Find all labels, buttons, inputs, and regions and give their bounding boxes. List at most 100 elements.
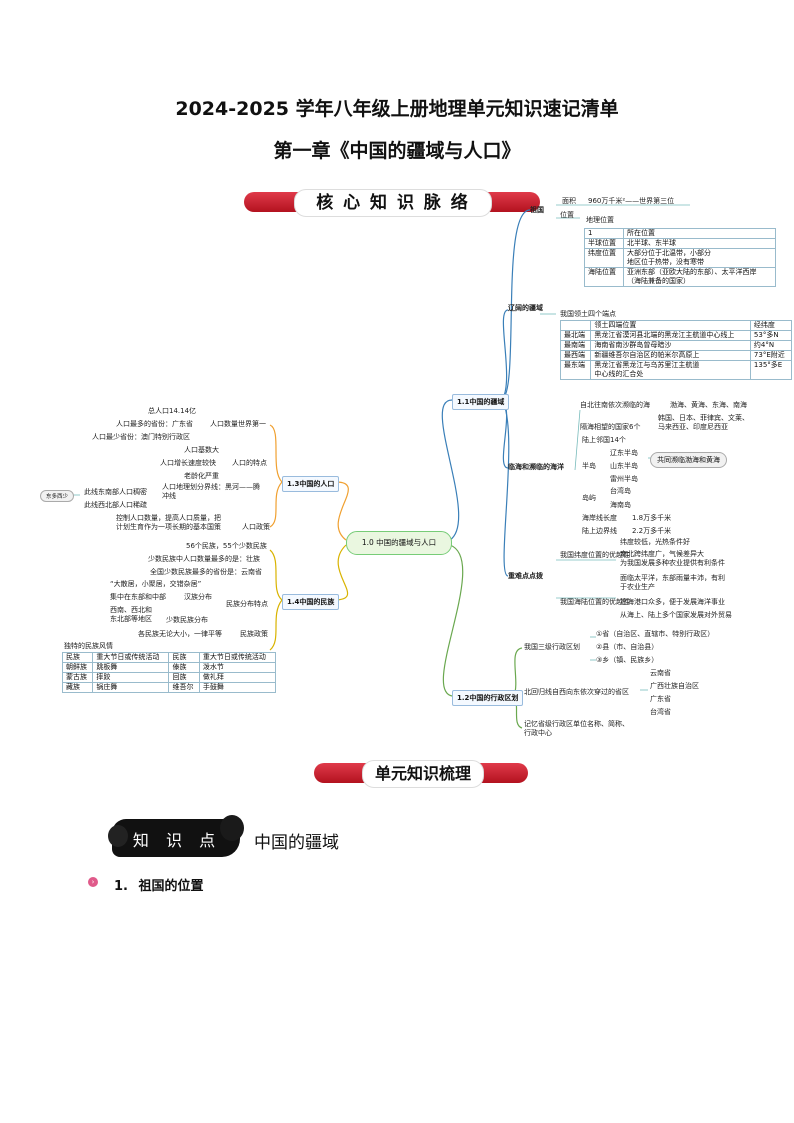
extreme-points-table-cell: 黑龙江省漠河县北端的黑龙江主航道中心线上	[590, 330, 751, 341]
ethnic-festival-table-cell: 回族	[168, 672, 200, 683]
knowledge-point-badge-label: 知 识 点	[132, 831, 222, 850]
ethnic-festival-table-cell: 跳板舞	[92, 662, 170, 673]
mz-tezheng: “大散居，小聚居，交错杂居”	[110, 580, 202, 588]
label-wei-adv: 我国纬度位置的优越性	[560, 551, 630, 559]
bandao-note: 共同濒临渤海和黄海	[650, 452, 727, 468]
label-mianji: 面积	[562, 197, 576, 205]
ethnic-festival-table-row: 朝鲜族跳板舞傣族泼水节	[61, 662, 277, 673]
bhg-item-2: 广东省	[650, 695, 671, 703]
label-jiyi: 记忆省级行政区单位名称、简称、 行政中心	[524, 720, 629, 737]
connector-jiangyu	[441, 399, 460, 541]
rk-dong: 东多西少	[40, 490, 75, 502]
knowledge-point-title: 中国的疆域	[254, 833, 339, 853]
extreme-points-table-cell: 新疆维吾尔自治区的帕米尔高原上	[590, 350, 751, 361]
value-lujie: 2.2万多千米	[632, 527, 672, 535]
label-sanji: 我国三级行政区划	[524, 643, 580, 651]
section-heading: 1. 祖国的位置	[114, 875, 204, 894]
label-lujie: 陆上边界线	[582, 527, 617, 535]
ethnic-festival-table-cell: 重大节日或传统活动	[198, 652, 277, 663]
bandao-item-1: 山东半岛	[610, 462, 638, 470]
section-title: 祖国的位置	[138, 879, 204, 894]
extreme-points-table-cell: 135°多E	[749, 360, 793, 380]
label-fengqing: 独特的民族风情	[64, 642, 113, 650]
label-zuguo: 祖国	[530, 206, 544, 214]
rk-total: 总人口14.14亿	[148, 407, 197, 415]
ethnic-festival-table-cell: 手鼓舞	[198, 682, 277, 693]
ethnic-festival-table-cell: 藏族	[61, 682, 94, 693]
rk-most: 人口最多的省份：广东省	[116, 420, 193, 428]
extreme-points-table-cell: 73°E附近	[749, 350, 793, 361]
ethnic-festival-table-cell: 民族	[168, 652, 200, 663]
label-dao: 岛屿	[582, 494, 596, 502]
rk-aging: 老龄化严重	[184, 472, 219, 480]
ethnic-festival-table-cell: 摔跤	[92, 672, 170, 683]
value-mianji: 960万千米²——世界第三位	[588, 197, 675, 205]
label-weizhi: 位置	[560, 211, 574, 219]
dao-item-0: 台湾岛	[610, 487, 631, 495]
value-linhai: 渤海、黄海、东海、南海	[670, 401, 747, 409]
ethnic-festival-table: 民族重大节日或传统活动民族重大节日或传统活动朝鲜族跳板舞傣族泼水节蒙古族摔跤回族…	[61, 652, 277, 693]
position-table-cell: 海陆位置	[584, 267, 624, 287]
dao-item-1: 海南岛	[610, 501, 631, 509]
section-number: 1.	[114, 879, 128, 894]
value-gehai: 韩国、日本、菲律宾、文莱、 马来西亚、印度尼西亚	[658, 414, 749, 431]
mz-han-loc: 集中在东部和中部	[110, 593, 166, 601]
label-liaokuo: 辽阔的疆域	[508, 304, 543, 312]
rk-slow: 人口增长速度较快	[160, 459, 216, 467]
label-dili-weizhi: 地理位置	[586, 216, 614, 224]
rk-base: 人口基数大	[184, 446, 219, 454]
position-table-cell: 半球位置	[584, 238, 624, 249]
label-zhongnan: 重难点点拨	[508, 572, 543, 580]
sanji-item-0: ①省（自治区、直辖市、特别行政区）	[596, 630, 715, 638]
mz-han: 汉族分布	[184, 593, 212, 601]
bhg-item-1: 广西壮族自治区	[650, 682, 699, 690]
banner-unit-review: 单元知识梳理	[314, 760, 528, 788]
label-haian: 海岸线长度	[582, 514, 617, 522]
mz-56: 56个民族，55个少数民族	[186, 542, 267, 550]
extreme-points-table-row: 最南端海南省南沙群岛曾母暗沙约4°N	[559, 340, 793, 351]
ethnic-festival-table-row: 藏族锅庄舞维吾尔手鼓舞	[61, 682, 277, 693]
mz-fenbu: 民族分布特点	[226, 600, 268, 608]
rk-line: 人口地理划分界线：黑河——腾 冲线	[162, 483, 260, 500]
ethnic-festival-table-cell: 重大节日或传统活动	[92, 652, 170, 663]
bandao-item-0: 辽东半岛	[610, 449, 638, 457]
extreme-points-table-cell: 经纬度	[749, 320, 793, 331]
ethnic-festival-table-cell: 朝鲜族	[61, 662, 94, 673]
document-title: 2024-2025 学年八年级上册地理单元知识速记清单	[175, 98, 619, 120]
sanji-item-2: ③乡（镇、民族乡）	[596, 656, 659, 664]
mind-map: 1.0 中国的疆域与人口 1.1中国的疆域 1.2中国的行政区划 1.3中国的人…	[40, 197, 793, 737]
value-haian: 1.8万多千米	[632, 514, 672, 522]
label-linhai: 自北往南依次濒临的海	[580, 401, 650, 409]
bhg-item-0: 云南省	[650, 669, 671, 677]
banner-core-knowledge-label: 核 心 知 识 脉 络	[294, 189, 492, 217]
extreme-points-table-cell: 约4°N	[749, 340, 793, 351]
rk-policy: 人口政策	[242, 523, 270, 531]
extreme-points-table-cell: 最西端	[559, 350, 592, 361]
rk-west: 此线西北部人口稀疏	[84, 501, 147, 509]
mz-shao: 少数民族分布	[166, 616, 208, 624]
label-gehai: 隔海相望的国家6个	[580, 423, 641, 431]
mz-xn: 西南、西北和 东北部等地区	[110, 606, 152, 623]
mz-prov: 全国少数民族最多的省份是：云南省	[150, 568, 262, 576]
ethnic-festival-table-cell: 蒙古族	[61, 672, 94, 683]
rk-first: 人口数量世界第一	[210, 420, 266, 428]
hai-adv-item-1: 沿海港口众多，便于发展海洋事业	[620, 598, 725, 606]
mz-equal: 各民族无论大小，一律平等	[138, 630, 222, 638]
banner-unit-review-label: 单元知识梳理	[362, 760, 484, 788]
ethnic-festival-table-cell: 傣族	[168, 662, 200, 673]
extreme-points-table-cell: 黑龙江省黑龙江与乌苏里江主航道 中心线的汇合处	[590, 360, 751, 380]
wei-adv-item-0: 纬度较低，光热条件好	[620, 538, 690, 546]
mind-map-connectors	[72, 204, 690, 729]
chapter-title: 第一章《中国的疆域与人口》	[273, 140, 521, 162]
extreme-points-table-cell: 53°多N	[749, 330, 793, 341]
connector-minzu	[333, 544, 349, 601]
rk-east: 此线东南部人口稠密	[84, 488, 147, 496]
connector-xingzheng	[442, 544, 464, 697]
wei-adv-item-1: 南北跨纬度广，气候差异大 为我国发展多种农业提供有利条件	[620, 550, 725, 567]
mz-most: 少数民族中人口数量最多的是：壮族	[148, 555, 260, 563]
label-lulin: 陆上邻国14个	[582, 436, 626, 444]
